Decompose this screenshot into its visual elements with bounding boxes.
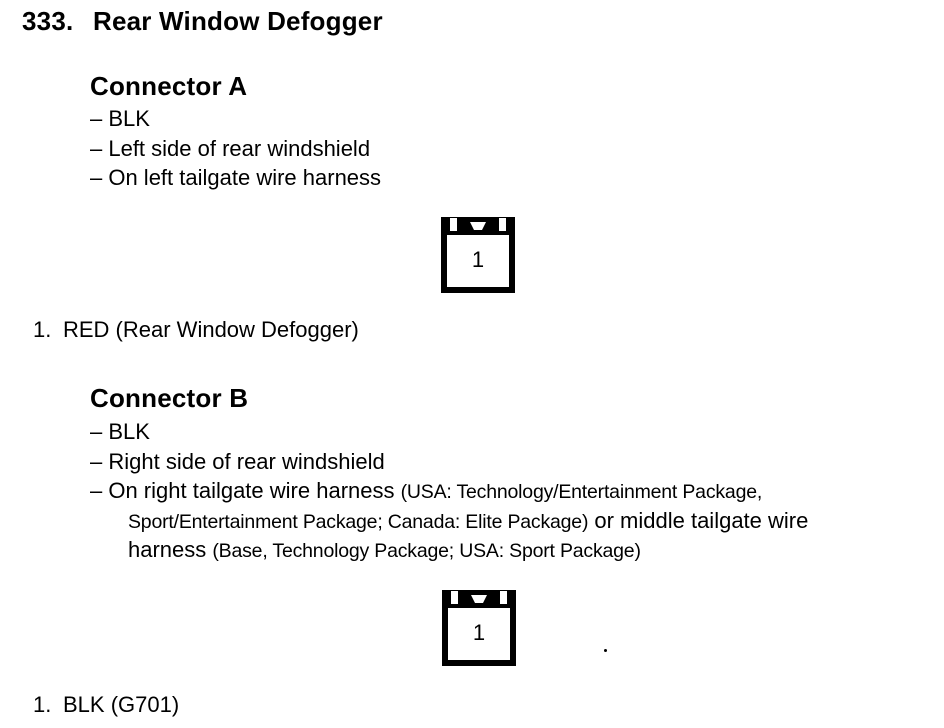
connector-a-heading: Connector A bbox=[90, 71, 248, 101]
note-text: RED (Rear Window Defogger) bbox=[63, 317, 359, 342]
bullet-item: – Left side of rear windshield bbox=[90, 135, 371, 161]
pin-number-label: 1 bbox=[472, 247, 484, 272]
connector-b-diagram-svg: 1 bbox=[442, 590, 516, 666]
bullet-item: – BLK bbox=[90, 419, 150, 444]
connector-b-bullets: – BLK – Right side of rear windshield – … bbox=[90, 417, 808, 565]
connector-b-heading: Connector B bbox=[90, 383, 249, 413]
page-title: 333. Rear Window Defogger bbox=[22, 6, 383, 37]
scan-speck bbox=[604, 649, 607, 652]
bullet-text-small: (Base, Technology Package; USA: Sport Pa… bbox=[212, 540, 641, 562]
bullet-item: – On left tailgate wire harness bbox=[90, 165, 382, 190]
connector-latch-marker bbox=[470, 222, 486, 230]
bullet-text-regular: – On right tailgate wire harness bbox=[90, 478, 401, 503]
bullet-item: – On right tailgate wire harness (USA: T… bbox=[90, 476, 808, 506]
connector-a-note: 1. RED (Rear Window Defogger) bbox=[33, 317, 359, 343]
bullet-text-small: (USA: Technology/Entertainment Package, bbox=[400, 481, 763, 503]
connector-latch-marker bbox=[471, 595, 487, 603]
bullet-item: – BLK bbox=[90, 106, 150, 131]
connector-a-bullets: – BLK – Left side of rear windshield – O… bbox=[90, 104, 381, 193]
connector-notch-left bbox=[450, 218, 457, 231]
connector-a-diagram-svg: 1 bbox=[441, 217, 515, 293]
connector-b-note: 1. BLK (G701) bbox=[33, 692, 179, 718]
bullet-item-continuation: harness (Base, Technology Package; USA: … bbox=[128, 535, 808, 565]
connector-a-diagram: 1 bbox=[441, 217, 515, 298]
connector-cavity bbox=[447, 235, 509, 287]
bullet-text-small: Sport/Entertainment Package; Canada: Eli… bbox=[128, 510, 589, 533]
note-number: 1. bbox=[33, 317, 52, 342]
pin-number-label: 1 bbox=[473, 620, 485, 645]
connector-cavity bbox=[448, 608, 510, 660]
connector-notch-right bbox=[500, 591, 507, 604]
bullet-text-regular: harness bbox=[128, 537, 213, 562]
note-number: 1. bbox=[33, 692, 52, 717]
bullet-item-continuation: Sport/Entertainment Package; Canada: Eli… bbox=[128, 506, 808, 536]
section-number: 333. bbox=[22, 6, 74, 36]
connector-b-diagram: 1 bbox=[442, 590, 516, 671]
connector-notch-left bbox=[451, 591, 458, 604]
bullet-item: – Right side of rear windshield bbox=[90, 448, 385, 474]
bullet-text-regular: or middle tailgate wire bbox=[588, 507, 809, 533]
page-title-text: Rear Window Defogger bbox=[93, 6, 383, 36]
note-text: BLK (G701) bbox=[63, 692, 180, 717]
connector-notch-right bbox=[499, 218, 506, 231]
